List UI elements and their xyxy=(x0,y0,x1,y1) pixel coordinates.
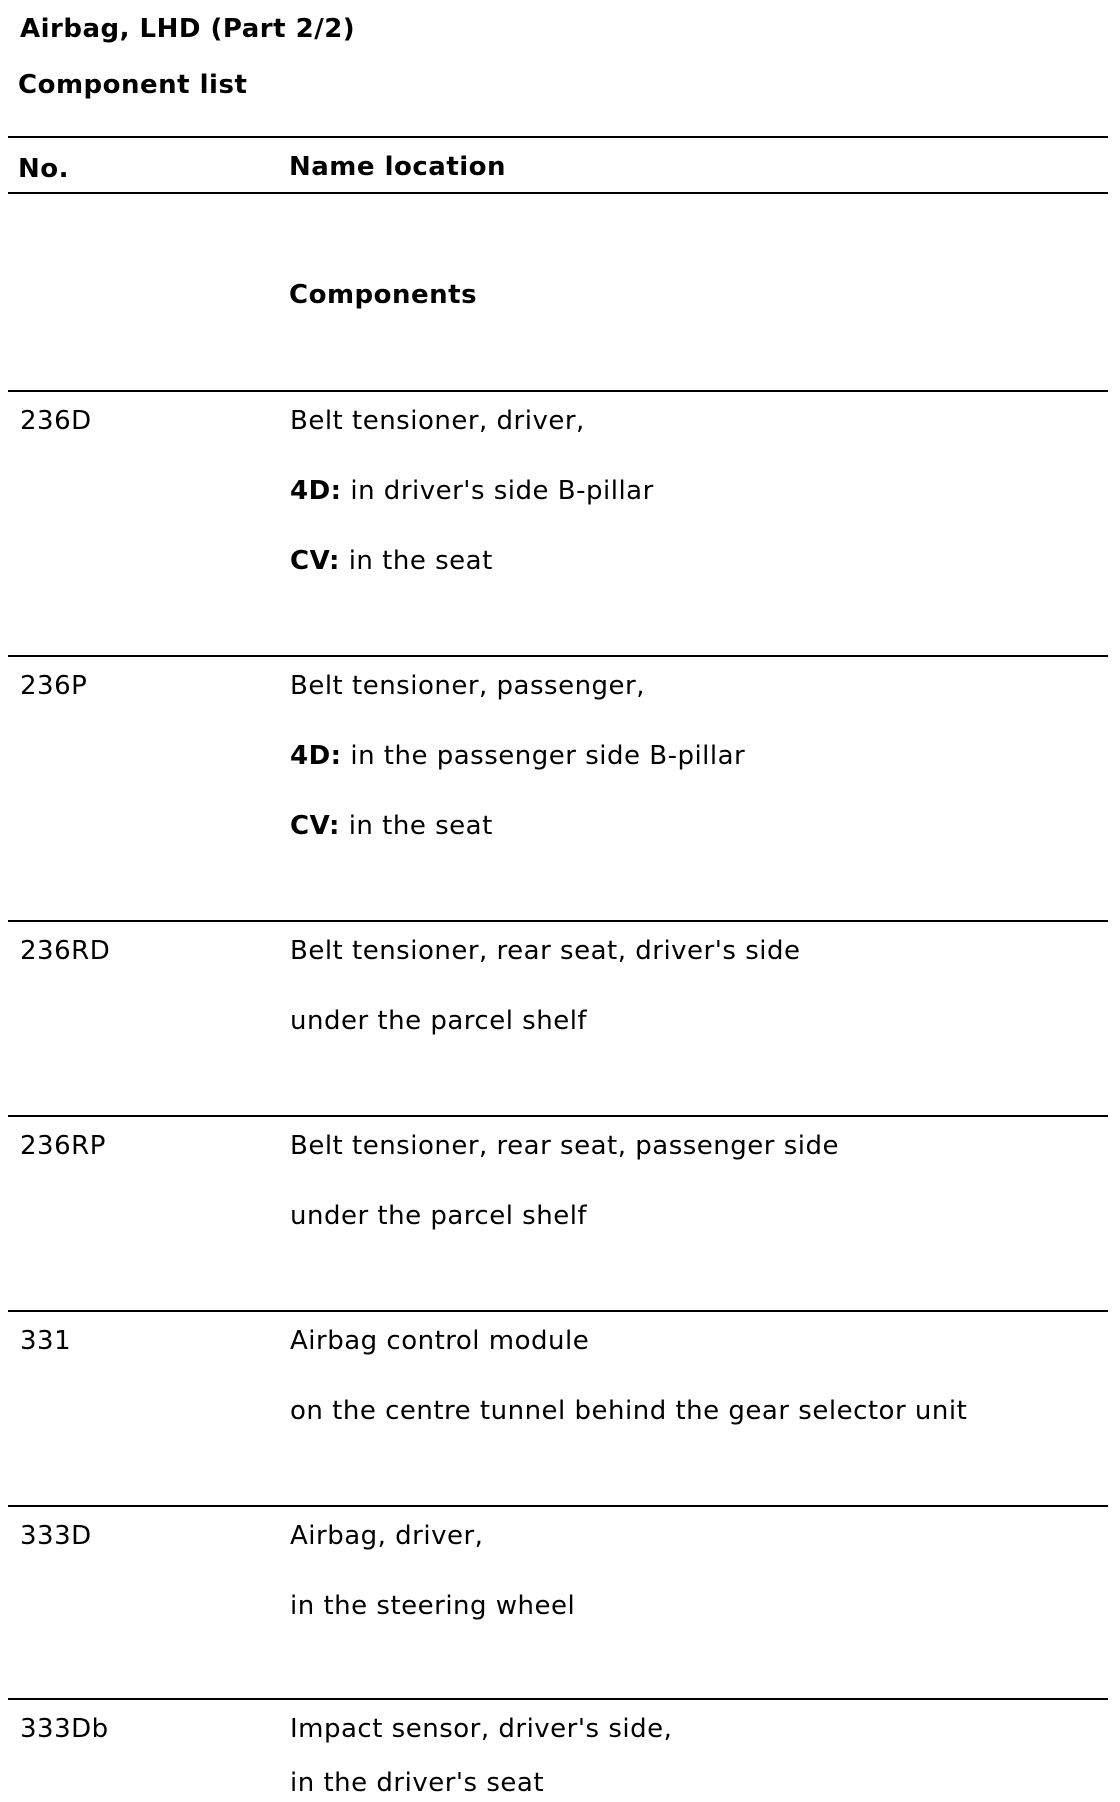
section-label: Components xyxy=(289,280,478,310)
entry-rule xyxy=(8,1310,1108,1312)
component-number: 236P xyxy=(20,671,88,701)
component-name: Belt tensioner, passenger, xyxy=(290,671,646,701)
component-name: Airbag control module xyxy=(290,1326,590,1356)
table-header-rule xyxy=(8,192,1108,194)
component-number: 236D xyxy=(20,406,92,436)
column-header-name-location: Name location xyxy=(289,152,507,182)
location-text: in the seat xyxy=(339,811,493,841)
component-number: 236RP xyxy=(20,1131,106,1161)
variant-label: CV: xyxy=(290,811,340,841)
component-location: 4D: in driver's side B-pillar xyxy=(290,476,654,506)
component-location: under the parcel shelf xyxy=(290,1006,588,1036)
component-location: in the steering wheel xyxy=(290,1591,576,1621)
location-text: in the passenger side B-pillar xyxy=(341,741,746,771)
component-location: on the centre tunnel behind the gear sel… xyxy=(290,1396,968,1426)
component-name: Belt tensioner, driver, xyxy=(290,406,585,436)
component-name: Belt tensioner, rear seat, driver's side xyxy=(290,936,801,966)
component-name: Impact sensor, driver's side, xyxy=(290,1714,673,1744)
component-number: 333D xyxy=(20,1521,92,1551)
location-text: in the seat xyxy=(339,546,493,576)
component-number: 333Db xyxy=(20,1714,109,1744)
variant-label: CV: xyxy=(290,546,340,576)
component-name: Belt tensioner, rear seat, passenger sid… xyxy=(290,1131,839,1161)
location-text: in driver's side B-pillar xyxy=(341,476,654,506)
entry-rule xyxy=(8,920,1108,922)
page-subtitle: Component list xyxy=(18,70,248,100)
component-location: 4D: in the passenger side B-pillar xyxy=(290,741,745,771)
variant-label: 4D: xyxy=(290,476,342,506)
component-location: in the driver's seat xyxy=(290,1768,545,1798)
variant-label: 4D: xyxy=(290,741,342,771)
table-top-rule xyxy=(8,136,1108,138)
column-header-no: No. xyxy=(18,154,69,184)
entry-rule xyxy=(8,1505,1108,1507)
component-location: CV: in the seat xyxy=(290,546,493,576)
entry-rule xyxy=(8,1698,1108,1700)
entry-rule xyxy=(8,655,1108,657)
component-number: 331 xyxy=(20,1326,72,1356)
entry-rule xyxy=(8,390,1108,392)
page-title: Airbag, LHD (Part 2/2) xyxy=(20,14,356,44)
component-location: under the parcel shelf xyxy=(290,1201,588,1231)
component-name: Airbag, driver, xyxy=(290,1521,484,1551)
component-location: CV: in the seat xyxy=(290,811,493,841)
component-number: 236RD xyxy=(20,936,111,966)
entry-rule xyxy=(8,1115,1108,1117)
